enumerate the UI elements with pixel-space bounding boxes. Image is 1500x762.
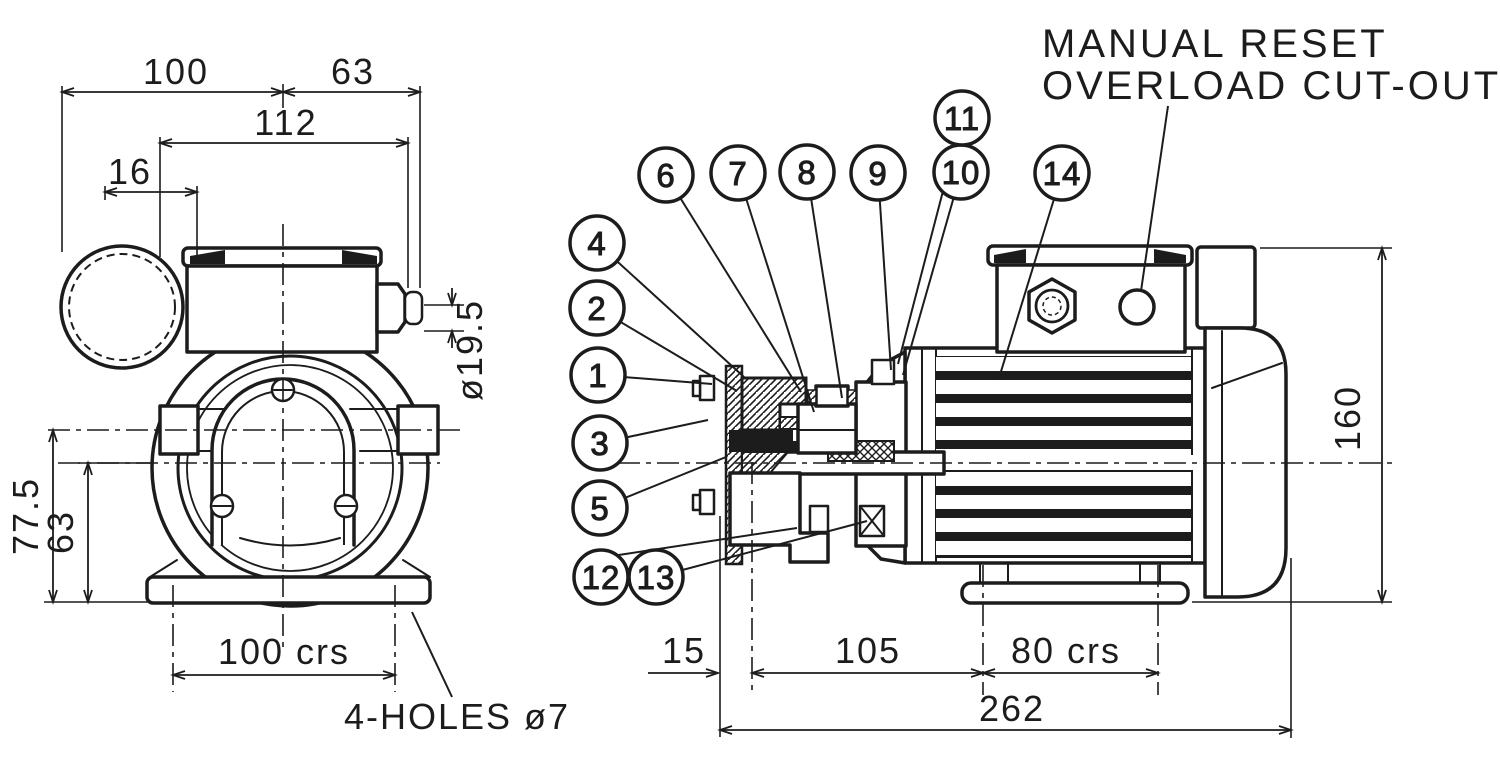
side-dimensions: 15 105 80 crs 262 160 (648, 245, 1392, 738)
callout-5: 5 (571, 479, 629, 537)
callout-4: 4 (568, 214, 626, 272)
svg-text:13: 13 (637, 559, 676, 596)
callout-8: 8 (778, 143, 836, 201)
lid-shade-right-side (1154, 249, 1186, 263)
callout-14: 14 (1033, 144, 1091, 202)
callout-13: 13 (627, 548, 685, 606)
base-plate (145, 575, 432, 605)
reset-button (1118, 288, 1156, 326)
annotation-leader (1140, 105, 1169, 292)
callout-leaders (596, 117, 1063, 578)
lid-shade-left-side (994, 249, 1026, 263)
note-holes: 4-HOLES ø7 (344, 696, 570, 737)
svg-text:12: 12 (582, 559, 621, 596)
cable-gland-nut-front (375, 282, 407, 334)
svg-text:4: 4 (587, 225, 606, 262)
lid-shade-right (342, 250, 377, 264)
dim-160: 160 (1327, 385, 1368, 451)
callouts: 1 2 3 4 5 6 7 8 9 10 11 12 13 14 (568, 89, 1091, 606)
port-ring-outer (59, 244, 185, 370)
impeller-edge (239, 537, 341, 547)
base-flare (149, 559, 431, 578)
callout-11: 11 (933, 89, 991, 147)
priming-plug (814, 384, 850, 408)
front-view: 100 63 112 16 ø19.5 77.5 63 100 cr (5, 51, 570, 737)
shaft-nut (788, 441, 802, 452)
dim-77-5: 77.5 (5, 477, 46, 555)
holes-leader (411, 611, 453, 698)
callout-10: 10 (932, 143, 990, 201)
callout-7: 7 (709, 144, 767, 202)
front-dimensions: 100 63 112 16 ø19.5 77.5 63 100 cr (5, 51, 570, 737)
terminal-box-side (995, 263, 1187, 354)
svg-text:2: 2 (587, 290, 606, 327)
cable-gland-cap-front (403, 290, 424, 326)
motor-foot-pad (960, 581, 1190, 605)
dim-16: 16 (108, 151, 152, 192)
pump-ring-2 (186, 364, 394, 572)
dim-63-side: 63 (40, 510, 81, 554)
dim-262: 262 (979, 688, 1045, 729)
pump-bracket (728, 471, 830, 564)
dim-100: 100 (143, 51, 209, 92)
dim-15: 15 (662, 630, 706, 671)
svg-text:10: 10 (942, 154, 981, 191)
callout-3: 3 (571, 414, 629, 472)
casing-bolt-top (698, 374, 716, 402)
capacitor-box (1195, 245, 1257, 330)
svg-text:8: 8 (797, 154, 816, 191)
dim-105: 105 (835, 630, 901, 671)
seal-ring (729, 430, 793, 452)
terminal-box-front (185, 264, 379, 354)
side-view: 15 105 80 crs 262 160 MANUAL RESET OVERL… (568, 22, 1500, 738)
svg-text:14: 14 (1043, 155, 1082, 192)
seal-housing-cap (870, 358, 896, 386)
dim-112: 112 (254, 102, 317, 143)
dim-63-top: 63 (331, 51, 375, 92)
dim-gland-dia: ø19.5 (449, 299, 490, 401)
svg-text:7: 7 (728, 155, 747, 192)
callout-9: 9 (849, 144, 907, 202)
svg-text:9: 9 (868, 155, 887, 192)
svg-text:11: 11 (944, 100, 980, 137)
callout-2: 2 (568, 279, 626, 337)
port-ring-inner (68, 253, 176, 361)
cable-gland-hex (1027, 277, 1077, 335)
annotation-line2: OVERLOAD CUT-OUT (1042, 64, 1500, 108)
dim-80-crs: 80 crs (1011, 630, 1121, 671)
callout-6: 6 (637, 146, 695, 204)
callout-1: 1 (569, 346, 627, 404)
svg-text:1: 1 (588, 357, 607, 394)
annotation-line1: MANUAL RESET (1042, 22, 1388, 66)
svg-text:5: 5 (590, 490, 609, 527)
pump-section (691, 358, 946, 566)
lid-shade-left (190, 250, 225, 264)
svg-text:3: 3 (590, 425, 609, 462)
dim-100-crs: 100 crs (218, 631, 350, 672)
slinger (808, 504, 830, 534)
svg-text:6: 6 (656, 157, 675, 194)
impeller-hub (796, 402, 858, 455)
casing-bolt-bottom (698, 488, 716, 516)
callout-12: 12 (572, 548, 630, 606)
